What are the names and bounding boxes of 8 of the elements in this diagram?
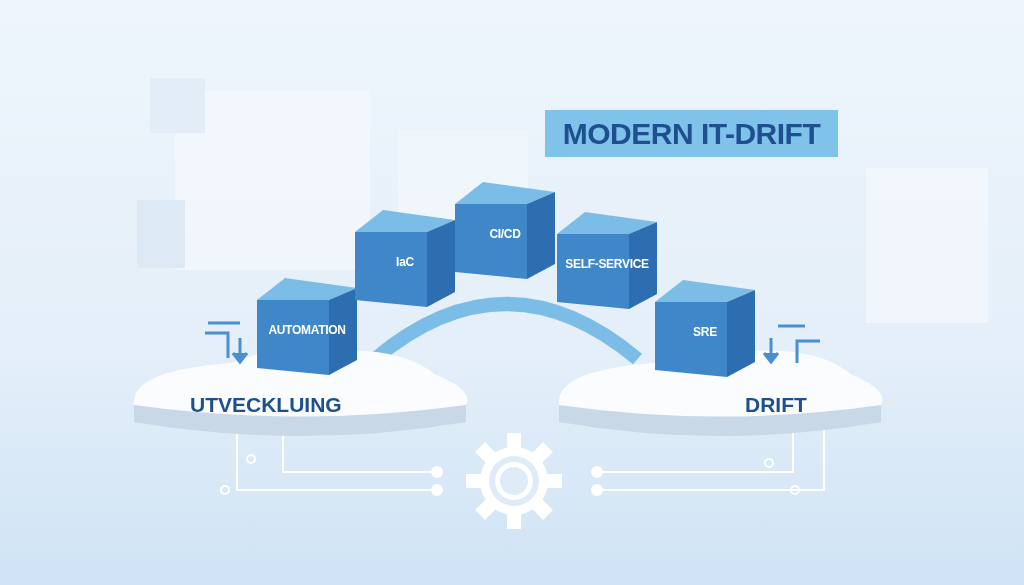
title-banner: MODERN IT-DRIFT (545, 110, 838, 157)
cube-label: IaC (395, 255, 415, 269)
cube-label: SRE (692, 325, 718, 339)
platform-label: DRIFT (745, 393, 807, 417)
cube-label: CI/CD (488, 227, 522, 241)
cube-label: SELF-SERVICE (564, 257, 650, 271)
platform-label: UTVECKLUING (190, 393, 342, 417)
cube-label: AUTOMATION (267, 323, 347, 337)
